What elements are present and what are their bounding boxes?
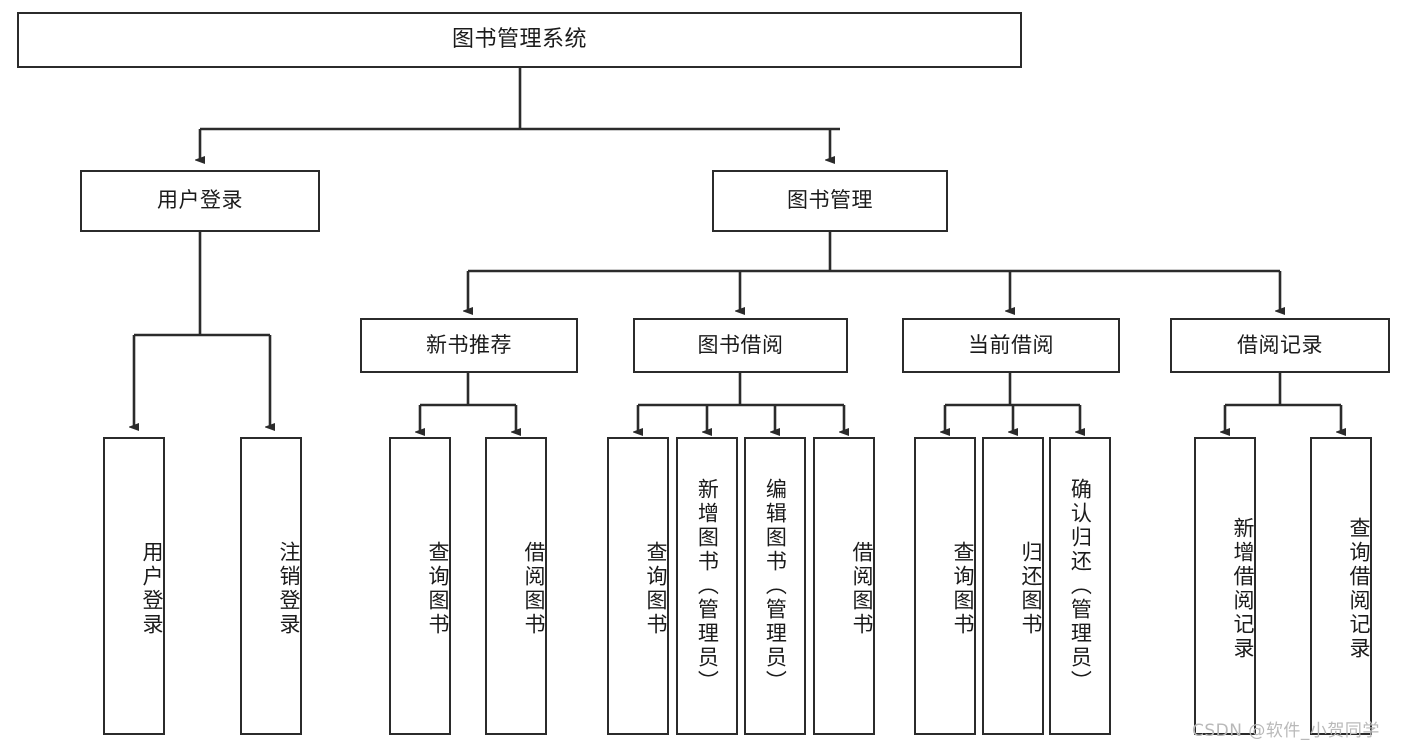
csdn-watermark: CSDN @软件_小贺同学	[1192, 721, 1380, 741]
leaf-edit-book-admin[interactable]: 编辑图书（管理员）	[744, 437, 806, 735]
leaf-borrow-book-recommend[interactable]: 借阅图书	[485, 437, 547, 735]
node-book-manage[interactable]: 图书管理	[712, 170, 948, 232]
node-book-borrow[interactable]: 图书借阅	[633, 318, 848, 373]
leaf-borrow-book-borrow[interactable]: 借阅图书	[813, 437, 875, 735]
node-root-book-management-system[interactable]: 图书管理系统	[17, 12, 1022, 68]
leaf-logout-login[interactable]: 注销登录	[240, 437, 302, 735]
leaf-query-book-recommend[interactable]: 查询图书	[389, 437, 451, 735]
leaf-user-login[interactable]: 用户登录	[103, 437, 165, 735]
leaf-query-book-borrow[interactable]: 查询图书	[607, 437, 669, 735]
leaf-add-borrow-record[interactable]: 新增借阅记录	[1194, 437, 1256, 735]
node-user-login[interactable]: 用户登录	[80, 170, 320, 232]
node-current-borrow[interactable]: 当前借阅	[902, 318, 1120, 373]
leaf-query-book-current[interactable]: 查询图书	[914, 437, 976, 735]
leaf-add-book-admin[interactable]: 新增图书（管理员）	[676, 437, 738, 735]
node-borrow-record[interactable]: 借阅记录	[1170, 318, 1390, 373]
leaf-confirm-return-admin[interactable]: 确认归还（管理员）	[1049, 437, 1111, 735]
leaf-return-book[interactable]: 归还图书	[982, 437, 1044, 735]
node-new-book-recommend[interactable]: 新书推荐	[360, 318, 578, 373]
leaf-query-borrow-record[interactable]: 查询借阅记录	[1310, 437, 1372, 735]
